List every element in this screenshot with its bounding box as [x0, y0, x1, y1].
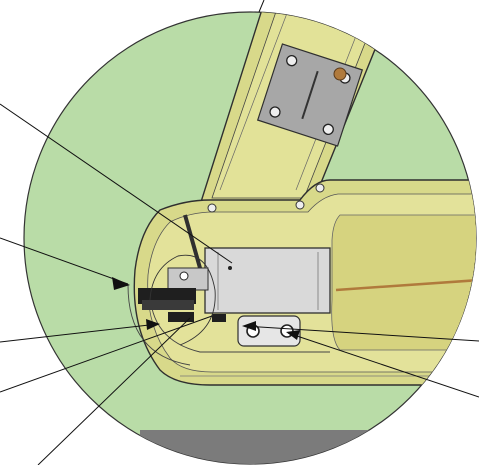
leader-line	[0, 315, 213, 393]
lower-bracket	[237, 315, 301, 347]
arrowhead-icon	[286, 330, 300, 340]
arrowhead-icon	[146, 319, 160, 330]
arrowhead-icon	[112, 277, 130, 290]
leader-line	[37, 317, 191, 465]
leader-line	[0, 323, 159, 343]
screw-head-icon	[269, 106, 281, 118]
screw-head-icon	[322, 123, 334, 135]
arrowhead-icon	[242, 321, 256, 331]
screw-head-icon	[315, 183, 325, 193]
link-rod	[183, 214, 202, 269]
wire-terminal	[333, 67, 347, 81]
leader-line	[0, 237, 129, 285]
screw-head-icon	[207, 203, 217, 213]
screw-head-icon	[286, 55, 298, 67]
screw-head-icon	[295, 200, 305, 210]
leader-line	[0, 103, 233, 264]
clamp-assembly	[138, 267, 226, 322]
leader-line	[243, 325, 479, 342]
pivot-arc	[149, 254, 216, 346]
leader-line	[258, 0, 265, 13]
detail-contents	[127, 12, 476, 464]
leader-line	[287, 332, 479, 398]
